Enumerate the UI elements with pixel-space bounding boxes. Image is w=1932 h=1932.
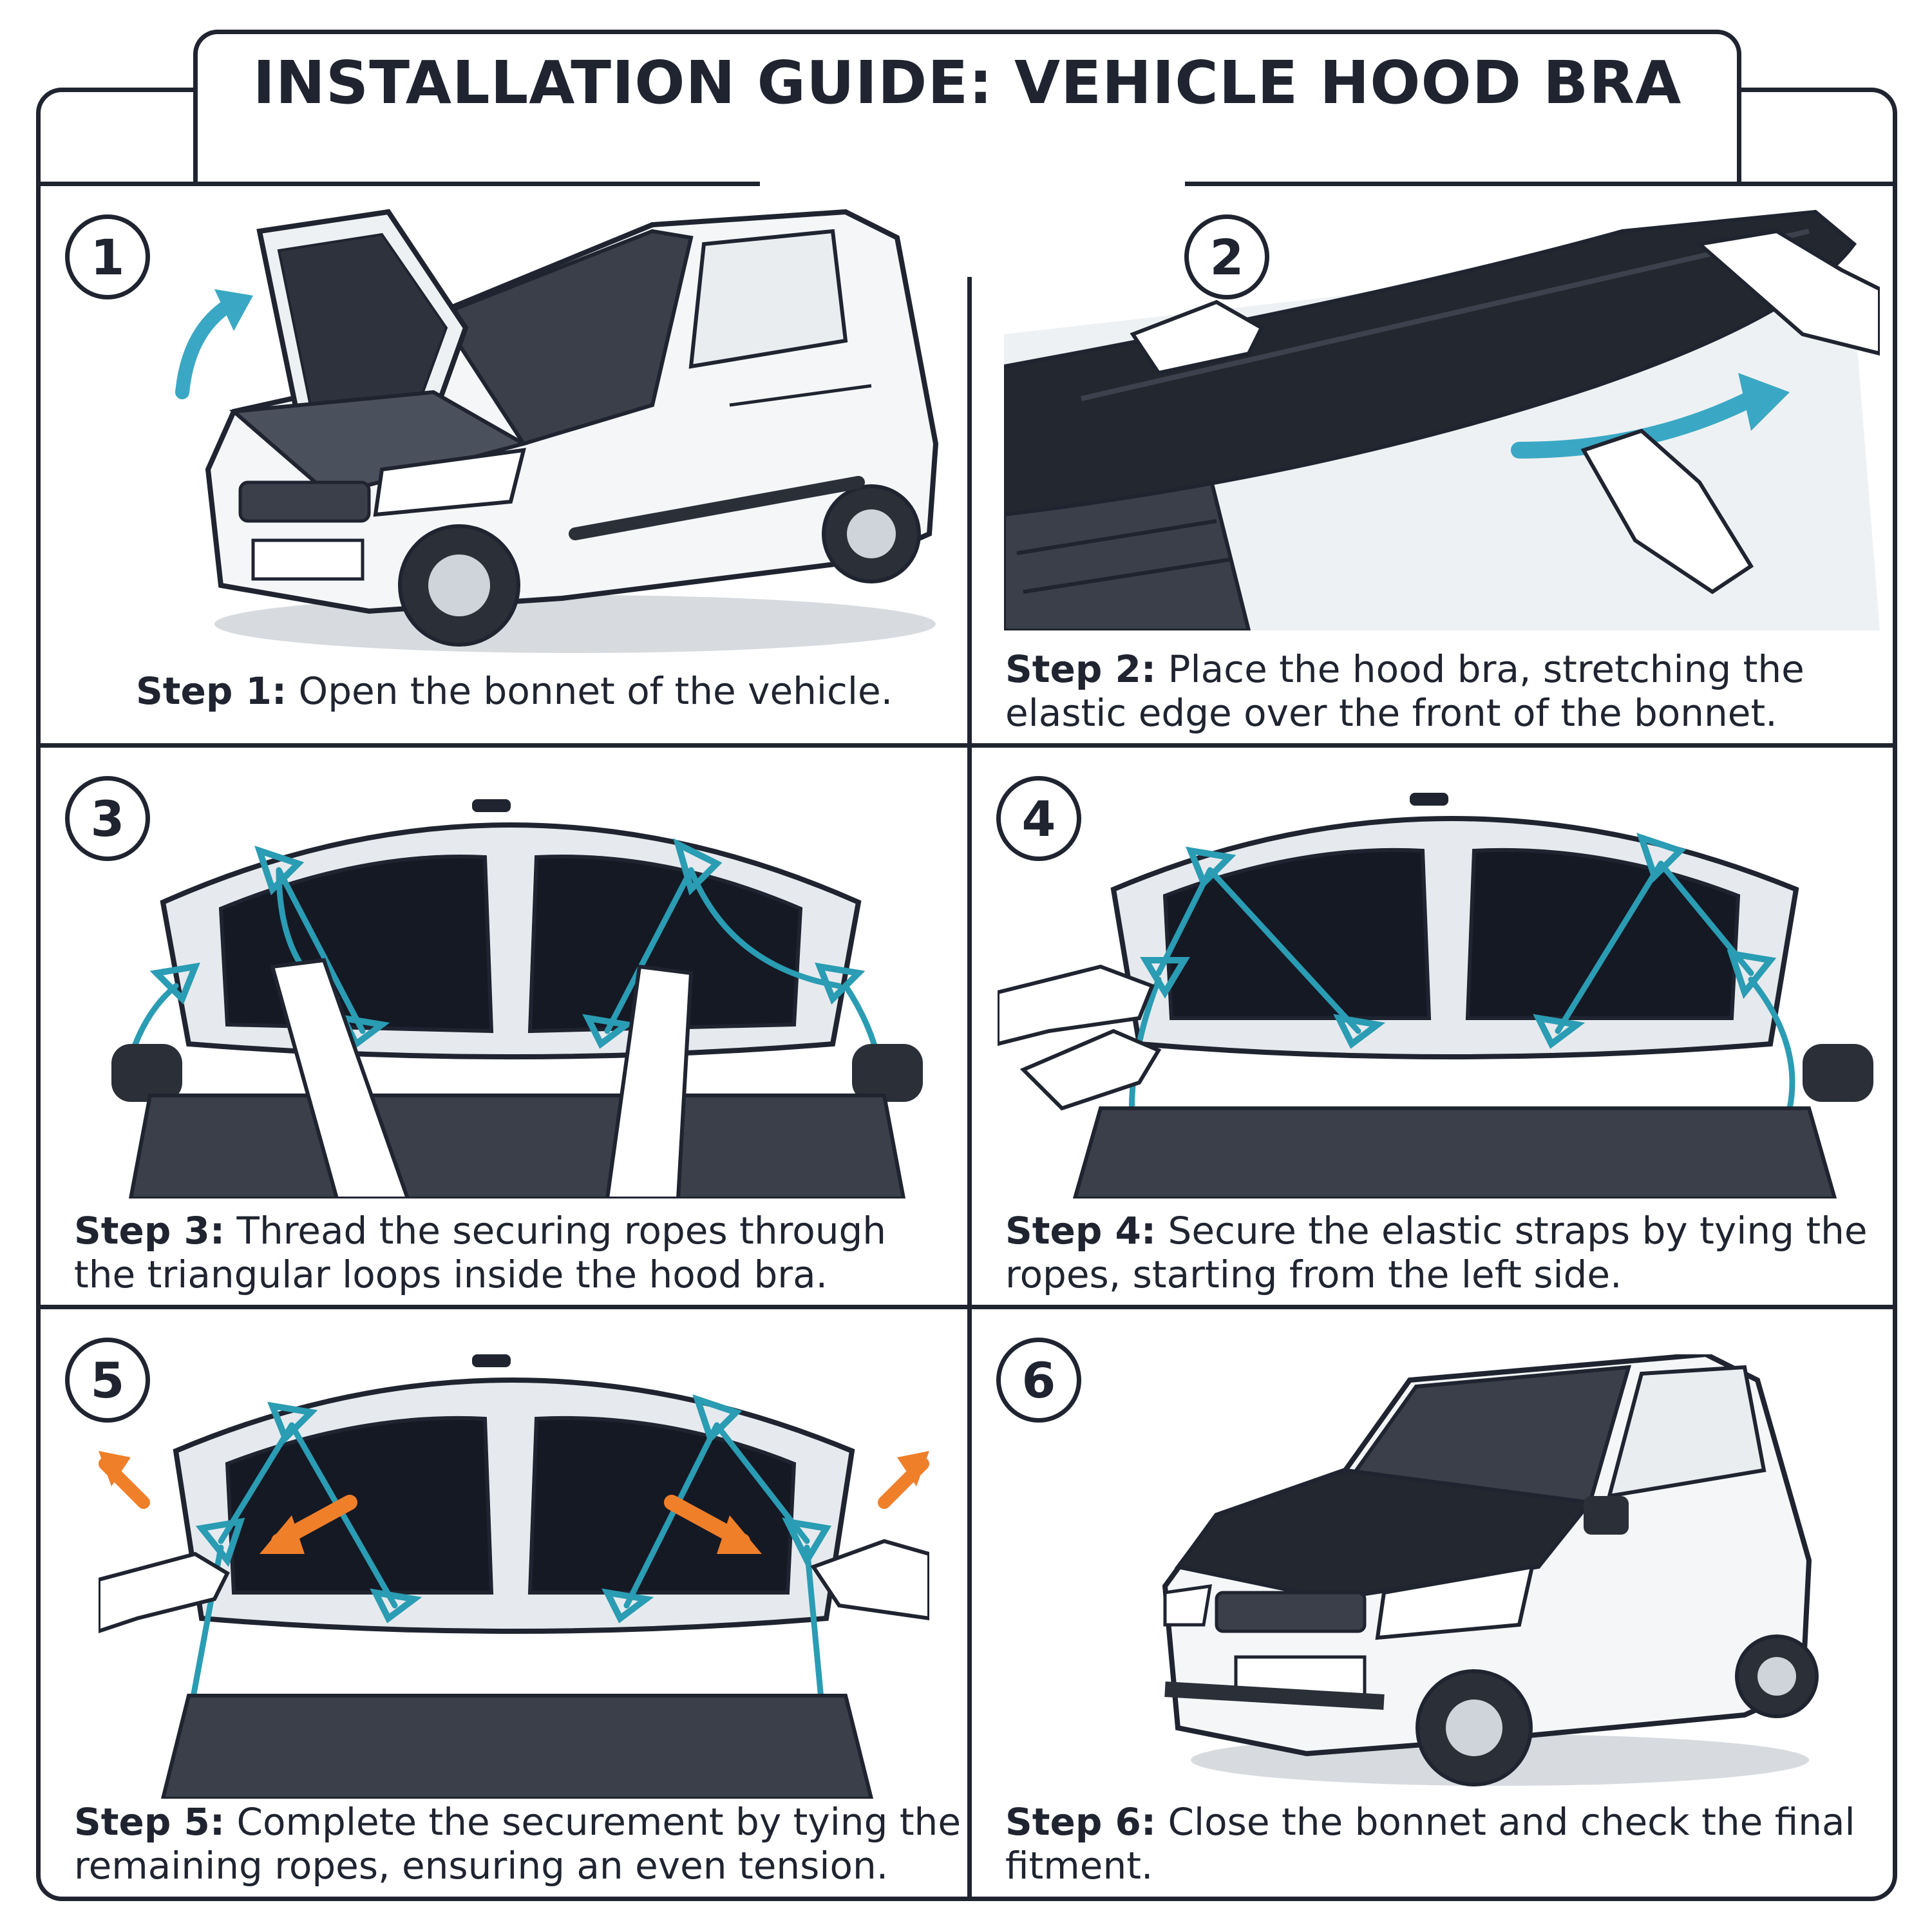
step-panel-2: 2 Step 2: Place the hood bra, stretching… bbox=[972, 186, 1893, 743]
step-text: Thread the securing ropes through the tr… bbox=[74, 1209, 887, 1296]
hood-bra-stretching-illustration bbox=[1004, 205, 1880, 630]
step-caption: Step 5: Complete the securement by tying… bbox=[74, 1800, 963, 1888]
step-text: Place the hood bra, stretching the elast… bbox=[1005, 647, 1804, 735]
step-caption: Step 3: Thread the securing ropes throug… bbox=[74, 1209, 943, 1296]
step-panel-4: 4 Step 4: Secure the elastic straps by t… bbox=[972, 748, 1893, 1305]
step-number-badge: 2 bbox=[1184, 214, 1269, 299]
step-label: Step 4: bbox=[1005, 1209, 1157, 1253]
grid-line-row2 bbox=[36, 1305, 1897, 1309]
step-label: Step 5: bbox=[74, 1800, 225, 1844]
tying-remaining-ropes-illustration bbox=[99, 1335, 929, 1799]
van-open-bonnet-illustration bbox=[163, 199, 949, 663]
grid-line-row1 bbox=[36, 743, 1897, 748]
step-panel-3: 3 Step 3: Thread the securing ropes thro… bbox=[41, 748, 967, 1305]
step-text: Close the bonnet and check the final fit… bbox=[1005, 1800, 1855, 1888]
grid-line-vertical bbox=[967, 277, 972, 1901]
step-caption: Step 1: Open the bonnet of the vehicle. bbox=[136, 669, 960, 713]
grid-line-top-right bbox=[1185, 182, 1897, 186]
step-number-badge: 4 bbox=[996, 776, 1081, 861]
van-closed-bonnet-illustration bbox=[1139, 1354, 1822, 1792]
step-caption: Step 6: Close the bonnet and check the f… bbox=[1005, 1800, 1881, 1888]
step-panel-1: 1 bbox=[41, 186, 967, 743]
step-number-badge: 1 bbox=[65, 214, 150, 299]
step-text: Complete the securement by tying the rem… bbox=[74, 1800, 961, 1888]
step-panel-6: 6 Step 6: Cl bbox=[972, 1309, 1893, 1897]
step-panel-5: 5 Step 5: Complete the securement by tyi bbox=[41, 1309, 967, 1897]
step-text: Open the bonnet of the vehicle. bbox=[298, 669, 893, 713]
step-text: Secure the elastic straps by tying the r… bbox=[1005, 1209, 1868, 1296]
title-tab: INSTALLATION GUIDE: VEHICLE HOOD BRA bbox=[193, 30, 1741, 184]
step-number-badge: 5 bbox=[65, 1338, 150, 1423]
step-caption: Step 4: Secure the elastic straps by tyi… bbox=[1005, 1209, 1881, 1296]
step-label: Step 6: bbox=[1005, 1800, 1157, 1844]
step-label: Step 3: bbox=[74, 1209, 225, 1253]
grid-line-top bbox=[36, 182, 760, 186]
title-gap bbox=[760, 175, 1185, 188]
step-caption: Step 2: Place the hood bra, stretching t… bbox=[1005, 647, 1868, 735]
step-label: Step 2: bbox=[1005, 647, 1157, 691]
step-number-badge: 3 bbox=[65, 776, 150, 861]
step-number-badge: 6 bbox=[996, 1338, 1081, 1423]
page-title: INSTALLATION GUIDE: VEHICLE HOOD BRA bbox=[252, 48, 1682, 117]
tying-ropes-left-illustration bbox=[998, 773, 1873, 1198]
step-label: Step 1: bbox=[136, 669, 287, 713]
threading-ropes-illustration bbox=[111, 773, 923, 1198]
